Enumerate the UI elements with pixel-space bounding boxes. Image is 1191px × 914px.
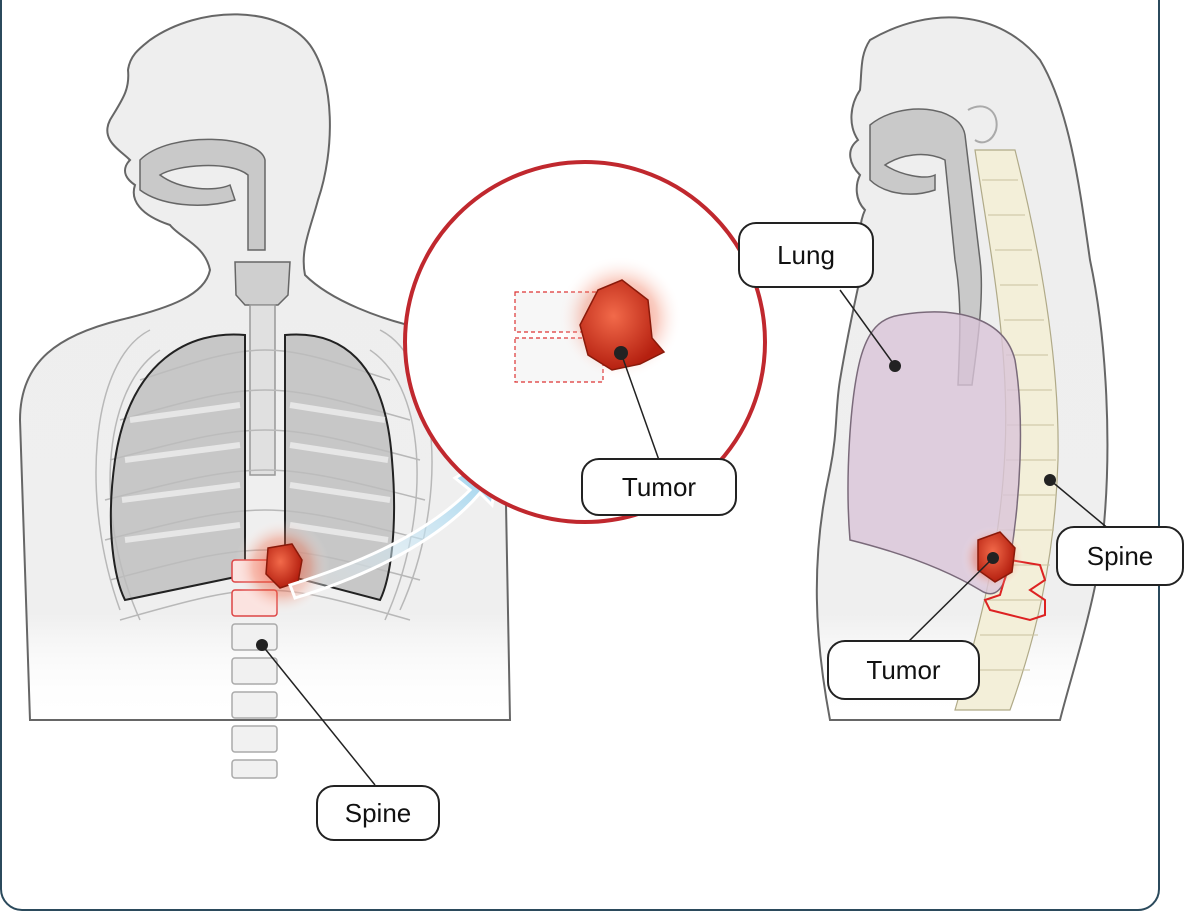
front-spine-label: Spine [316, 785, 440, 841]
side-lung-label: Lung [738, 222, 874, 288]
side-body [817, 17, 1108, 720]
side-tumor-label: Tumor [827, 640, 980, 700]
zoom-tumor-label: Tumor [581, 458, 737, 516]
side-spine-label: Spine [1056, 526, 1184, 586]
